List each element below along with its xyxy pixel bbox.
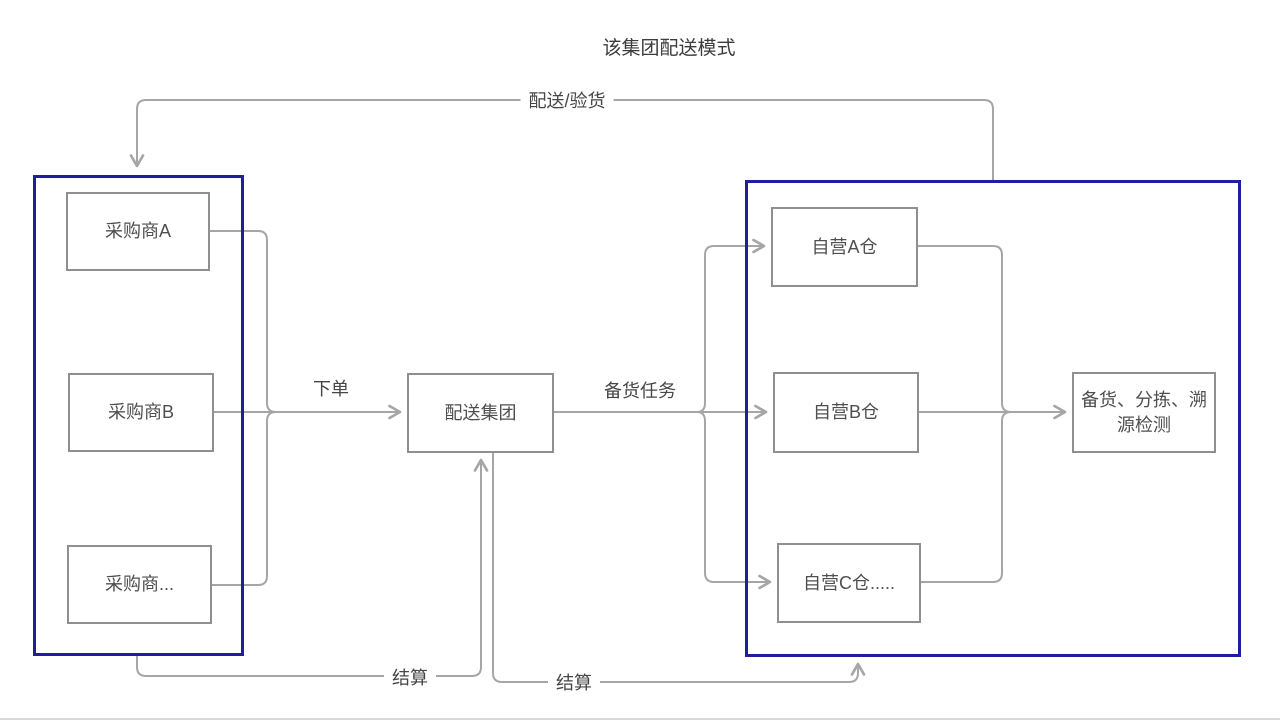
- edge-purchaser-a-merge: [209, 230, 277, 413]
- node-warehouse-b: 自营B仓: [773, 372, 919, 453]
- edge-label-settlement-left: 结算: [384, 664, 436, 690]
- edge-stocking-to-warehouse-a: [696, 238, 766, 413]
- edge-warehouse-a-merge: [918, 245, 1012, 413]
- node-purchaser-b: 采购商B: [68, 373, 214, 452]
- node-purchaser-a: 采购商A: [66, 192, 210, 271]
- edge-label-settlement-right: 结算: [548, 669, 600, 695]
- edge-label-delivery-inspection: 配送/验货: [520, 87, 614, 113]
- page-bottom-divider: [0, 718, 1280, 720]
- node-warehouse-a: 自营A仓: [771, 207, 918, 287]
- node-distribution-group: 配送集团: [407, 373, 554, 453]
- edge-stocking-to-warehouse-c: [696, 411, 772, 590]
- warehouses-container: [745, 180, 1241, 657]
- edge-purchaser-more-merge: [211, 411, 277, 586]
- edge-settlement-right: [492, 453, 866, 683]
- edge-label-place-order: 下单: [313, 379, 349, 399]
- node-purchaser-more: 采购商...: [67, 545, 212, 624]
- node-warehouse-c: 自营C仓.....: [777, 543, 921, 623]
- node-stock-sort-trace: 备货、分拣、溯源检测: [1072, 372, 1216, 453]
- edge-warehouse-c-merge: [921, 411, 1012, 583]
- edge-settlement-left: [136, 458, 489, 677]
- purchasers-container: [33, 175, 244, 656]
- edge-label-stocking-task: 备货任务: [604, 381, 676, 401]
- diagram-title: 该集团配送模式: [602, 38, 736, 59]
